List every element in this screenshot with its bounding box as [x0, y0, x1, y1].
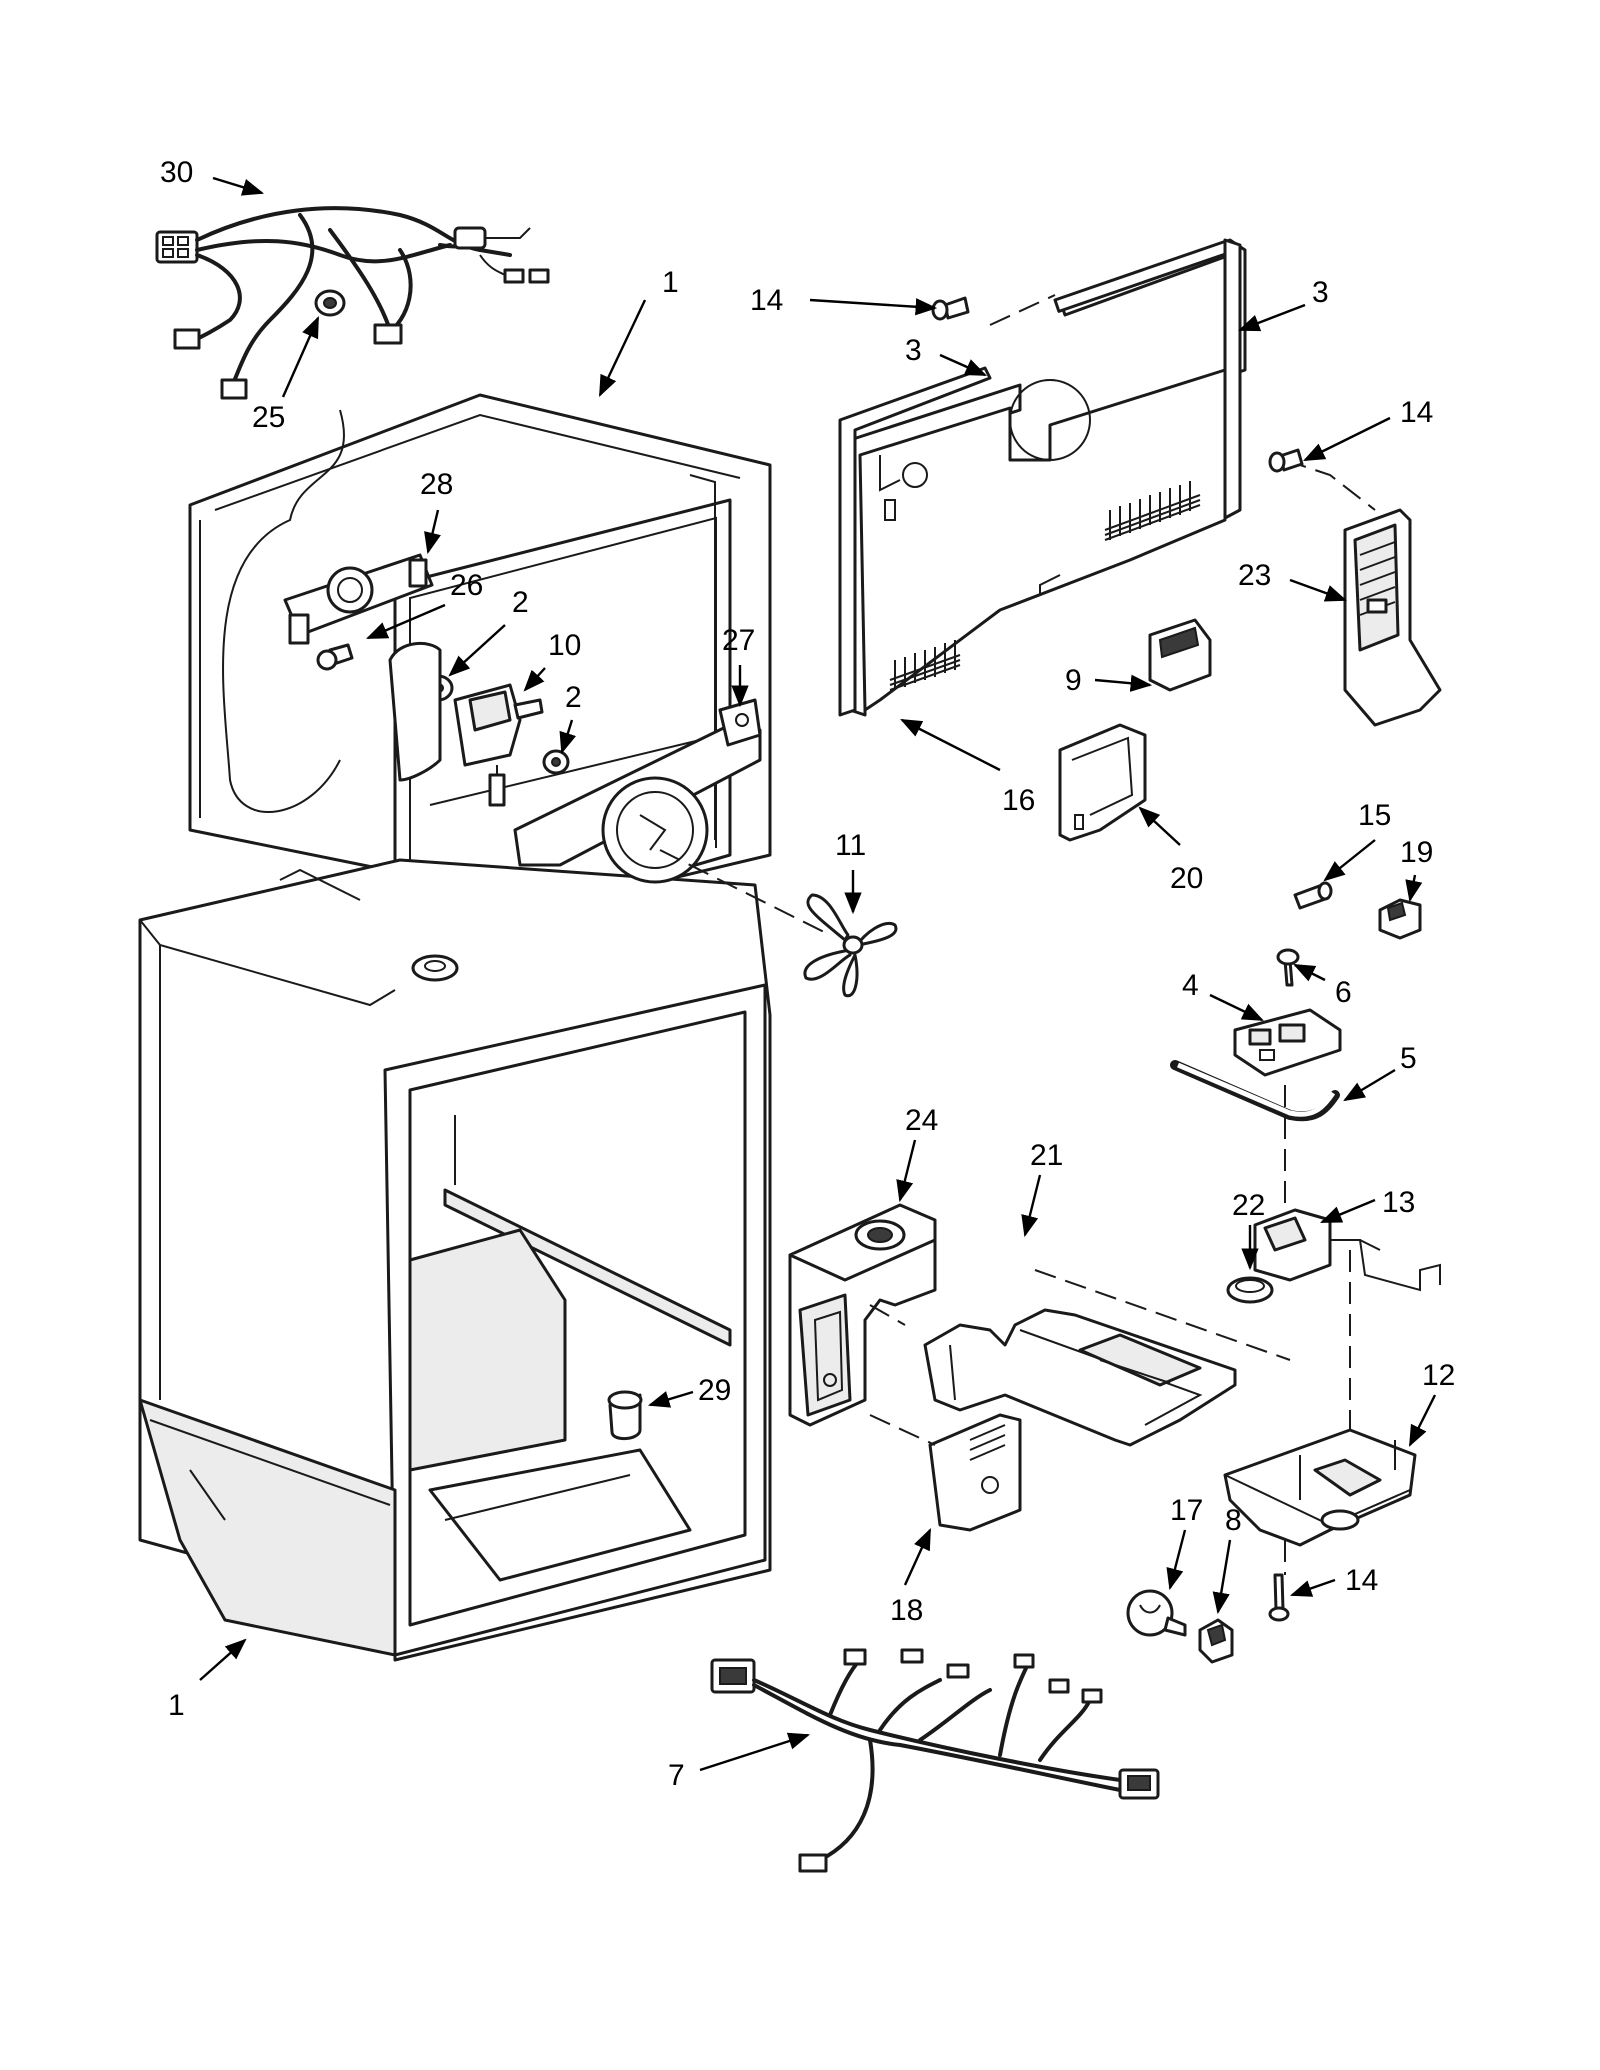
fan-shroud	[388, 641, 762, 884]
grommet-25	[314, 289, 346, 317]
fan-motor-10	[453, 683, 544, 807]
bracket-27	[718, 698, 762, 747]
callout-17: 17	[1170, 1494, 1203, 1527]
callout-13: 13	[1382, 1186, 1415, 1219]
switch-19	[1378, 898, 1422, 940]
leader-lines	[199, 176, 1437, 1772]
callout-3-left: 3	[905, 334, 922, 367]
callout-4: 4	[1182, 969, 1199, 1002]
plug-29	[607, 1390, 643, 1440]
callout-26: 26	[450, 569, 483, 602]
callout-2-upper: 2	[512, 586, 529, 619]
callout-30: 30	[160, 156, 193, 189]
cover-20	[1058, 723, 1147, 842]
control-board-4	[1233, 1008, 1342, 1077]
socket-8	[1198, 1618, 1234, 1664]
light-housing-12	[1223, 1428, 1417, 1547]
callout-7: 7	[668, 1759, 685, 1792]
callout-1-top: 1	[662, 266, 679, 299]
callout-28: 28	[420, 468, 453, 501]
callout-21: 21	[1030, 1139, 1063, 1172]
grommet-2-lower	[542, 749, 570, 775]
bracket-28	[283, 553, 434, 645]
bulb-15	[1293, 881, 1333, 910]
callout-14-top: 14	[750, 284, 783, 317]
callout-20: 20	[1170, 862, 1203, 895]
callout-23: 23	[1238, 559, 1271, 592]
bulb-17	[1126, 1589, 1187, 1637]
tube-5	[1170, 1060, 1340, 1122]
callout-12: 12	[1422, 1359, 1455, 1392]
duct-23	[1343, 508, 1442, 727]
screw-26	[316, 643, 354, 671]
callout-10: 10	[548, 629, 581, 662]
fan-blade-11	[803, 893, 898, 998]
callout-14-bottom: 14	[1345, 1564, 1378, 1597]
callout-24: 24	[905, 1104, 938, 1137]
callout-11: 11	[835, 829, 866, 862]
cover-18	[928, 1413, 1022, 1532]
seal-22	[1226, 1276, 1274, 1304]
callout-14-right: 14	[1400, 396, 1433, 429]
callout-16: 16	[1002, 784, 1035, 817]
housing-24	[788, 1203, 937, 1427]
callout-8: 8	[1225, 1504, 1242, 1537]
wire-harness-7	[710, 1648, 1160, 1873]
back-panel-16	[848, 238, 1247, 717]
callout-19: 19	[1400, 836, 1433, 869]
callout-22: 22	[1232, 1189, 1265, 1222]
callout-15: 15	[1358, 799, 1391, 832]
trough-21	[923, 1308, 1237, 1447]
wire-harness-30	[155, 206, 550, 400]
fresh-food-liner	[138, 858, 772, 1662]
callout-9: 9	[1065, 664, 1082, 697]
screw-14-top	[931, 296, 970, 321]
callout-3-right: 3	[1312, 276, 1329, 309]
callout-6: 6	[1335, 976, 1352, 1009]
damper-9	[1148, 618, 1212, 692]
callout-5: 5	[1400, 1042, 1417, 1075]
callout-2-lower: 2	[565, 681, 582, 714]
callout-1-bottom: 1	[168, 1689, 185, 1722]
callout-29: 29	[698, 1374, 731, 1407]
callout-27: 27	[722, 624, 755, 657]
callout-25: 25	[252, 401, 285, 434]
thermostat-13	[1253, 1208, 1441, 1292]
callout-labels: 30 25 1 28 26 2 10 2 27 11 14 3 3 14 23 …	[160, 156, 1455, 1792]
screw-14-bottom	[1268, 1573, 1290, 1622]
screw-14-right	[1268, 448, 1304, 473]
screw-6	[1276, 948, 1300, 987]
callout-18: 18	[890, 1594, 923, 1627]
